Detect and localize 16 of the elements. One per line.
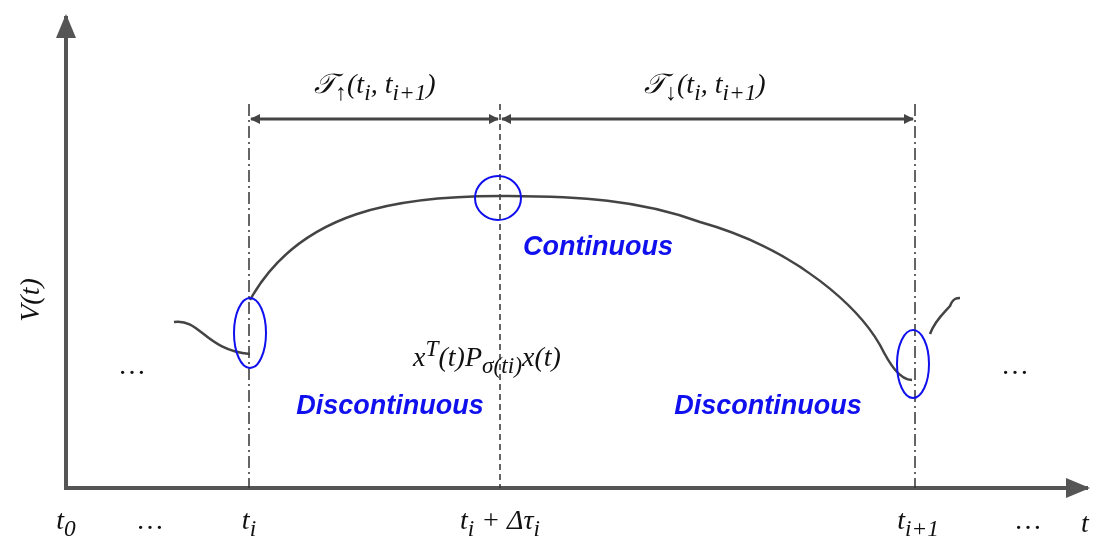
tick-label: t$_{i}$: [241, 504, 257, 542]
ellipsis: …: [1014, 504, 1042, 536]
annotation: Continuous: [523, 230, 673, 262]
dimension-label: 𝒯$_{↓}$(t$_{i}$, t$_{i+1}$): [644, 68, 766, 106]
ellipsis: …: [136, 504, 164, 536]
ellipsis: …: [118, 349, 146, 381]
annotation: Discontinuous: [674, 389, 862, 421]
dimension-label: 𝒯$_{↑}$(t$_{i}$, t$_{i+1}$): [314, 68, 436, 106]
axis-label: V(t): [14, 278, 46, 322]
tick-label: t$_{0}$: [56, 504, 76, 542]
ellipsis: …: [1001, 349, 1029, 381]
tick-label: t$_{i+1}$: [897, 504, 939, 542]
axis-label: t: [1081, 507, 1089, 539]
annotation: Discontinuous: [296, 389, 484, 421]
formula: x$^{T}$(t)P$_{σ(ti)}$x(t): [413, 335, 561, 379]
tick-label: t$_{i}$ + Δτ$_{i}$: [459, 504, 541, 542]
